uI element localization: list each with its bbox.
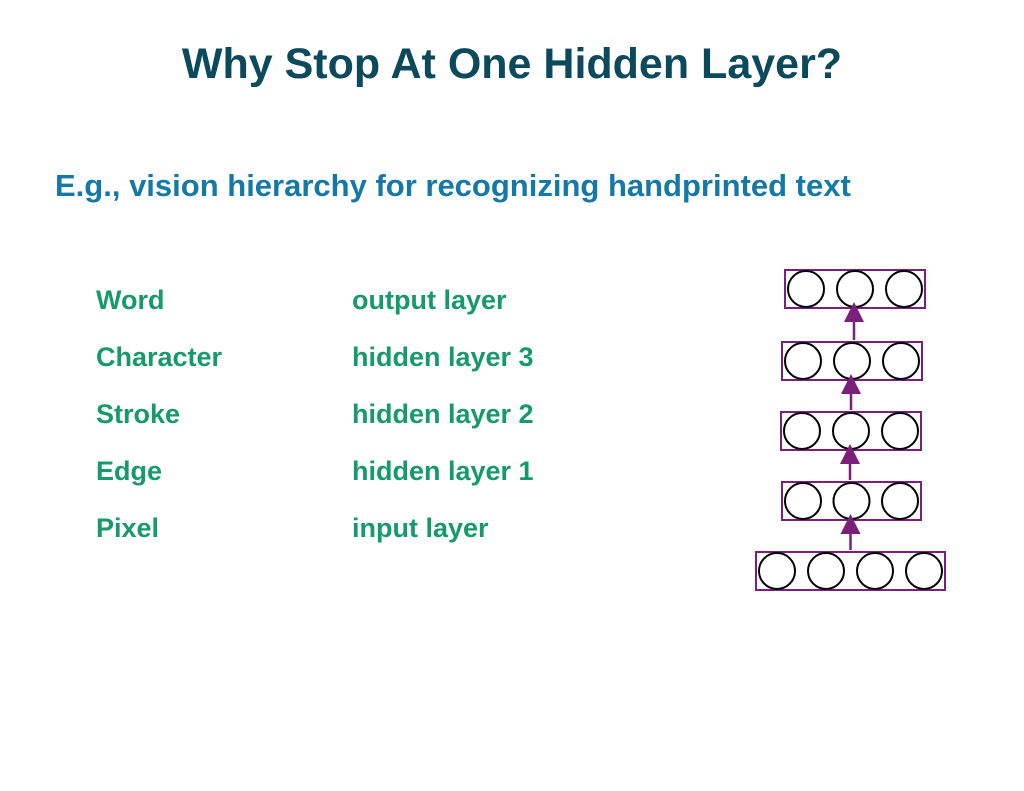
layer-label: hidden layer 1 [352, 456, 534, 486]
layer-label: input layer [352, 513, 489, 543]
neuron-node [881, 412, 919, 450]
slide-title: Why Stop At One Hidden Layer? [181, 40, 843, 88]
level-label: Word [96, 285, 165, 315]
neuron-node [784, 342, 822, 380]
neuron-node [856, 552, 894, 590]
hierarchy-row-pixel: Pixel input layer [96, 513, 656, 570]
network-hidden-layer-3 [781, 341, 923, 381]
layer-box [755, 551, 946, 591]
network-hidden-layer-2 [780, 411, 922, 451]
network-diagram [755, 269, 946, 591]
neuron-node [885, 270, 923, 308]
neuron-node [832, 412, 870, 450]
neuron-node [758, 552, 796, 590]
hierarchy-row-word: Word output layer [96, 285, 656, 342]
neuron-node [783, 412, 821, 450]
layer-label: output layer [352, 285, 507, 315]
hierarchy-row-stroke: Stroke hidden layer 2 [96, 399, 656, 456]
neuron-node [905, 552, 943, 590]
level-label: Stroke [96, 399, 181, 429]
neuron-node [836, 270, 874, 308]
network-input-layer [755, 551, 946, 591]
level-label: Pixel [96, 513, 160, 543]
neuron-node [833, 342, 871, 380]
hierarchy-row-edge: Edge hidden layer 1 [96, 456, 656, 513]
neuron-node [832, 482, 871, 520]
slide-subtitle: E.g., vision hierarchy for recognizing h… [55, 168, 851, 203]
network-hidden-layer-1 [781, 481, 922, 521]
neuron-node [882, 342, 920, 380]
level-label: Character [96, 342, 223, 372]
level-label: Edge [96, 456, 163, 486]
layer-label: hidden layer 2 [352, 399, 534, 429]
hierarchy-row-character: Character hidden layer 3 [96, 342, 656, 399]
neuron-node [881, 482, 919, 520]
layer-label: hidden layer 3 [352, 342, 534, 372]
hierarchy-list: Word output layer Character hidden layer… [96, 285, 656, 570]
neuron-node [807, 552, 845, 590]
neuron-node [784, 482, 822, 520]
network-output-layer [784, 269, 926, 309]
neuron-node [787, 270, 825, 308]
